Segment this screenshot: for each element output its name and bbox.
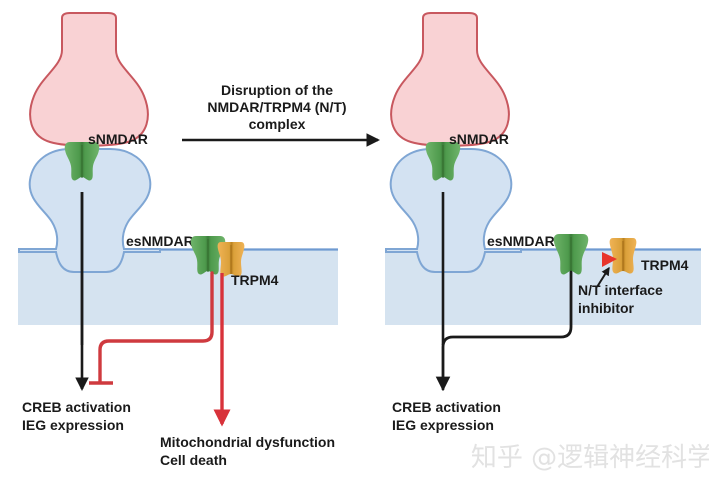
left-snmdar-receptor <box>64 142 100 181</box>
transition-caption-line2: NMDAR/TRPM4 (N/T) <box>207 99 346 115</box>
right-trpm4-channel <box>609 238 637 274</box>
left-trpm4-label: TRPM4 <box>231 272 279 288</box>
right-trpm4-label: TRPM4 <box>641 257 689 273</box>
left-postsynaptic-spine <box>18 148 161 273</box>
transition-caption-line1: Disruption of the <box>221 82 333 98</box>
right-esnmdar-receptor <box>553 234 589 275</box>
left-presynaptic-terminal <box>29 12 149 147</box>
nt-interface-inhibitor-label-line2: inhibitor <box>578 300 635 316</box>
left-panel-group: sNMDAR esNMDAR TRPM4 CREB activat <box>18 12 338 468</box>
right-snmdar-label: sNMDAR <box>449 131 509 147</box>
left-ieg-expression-label: IEG expression <box>22 417 124 433</box>
zhihu-watermark: 知乎 @逻辑神经科学 <box>471 443 709 473</box>
nt-interface-inhibitor-wedge <box>602 252 617 267</box>
left-inhibition-path <box>98 271 214 384</box>
right-snmdar-receptor <box>425 142 461 181</box>
right-presynaptic-terminal <box>390 12 510 147</box>
right-survival-routed-path <box>435 270 573 392</box>
left-cell-death-label: Cell death <box>160 452 227 468</box>
transition-caption-line3: complex <box>249 116 306 132</box>
right-ieg-expression-label: IEG expression <box>392 417 494 433</box>
left-esnmdar-label: esNMDAR <box>126 233 194 249</box>
right-postsynaptic-spine <box>385 148 522 273</box>
transition-arrow-group: Disruption of the NMDAR/TRPM4 (N/T) comp… <box>182 82 381 147</box>
inhibitor-pointer-arrow <box>596 266 610 288</box>
left-trpm4-channel <box>217 242 245 277</box>
left-creb-activation-label: CREB activation <box>22 399 131 415</box>
left-mitochondrial-dysfunction-label: Mitochondrial dysfunction <box>160 434 335 450</box>
nt-interface-inhibitor-label-line1: N/T interface <box>578 282 663 298</box>
right-panel-group: sNMDAR esNMDAR TRPM4 N/T interface inhib… <box>385 12 701 433</box>
right-creb-activation-label: CREB activation <box>392 399 501 415</box>
right-esnmdar-label: esNMDAR <box>487 233 555 249</box>
left-esnmdar-receptor <box>190 236 226 275</box>
left-snmdar-label: sNMDAR <box>88 131 148 147</box>
